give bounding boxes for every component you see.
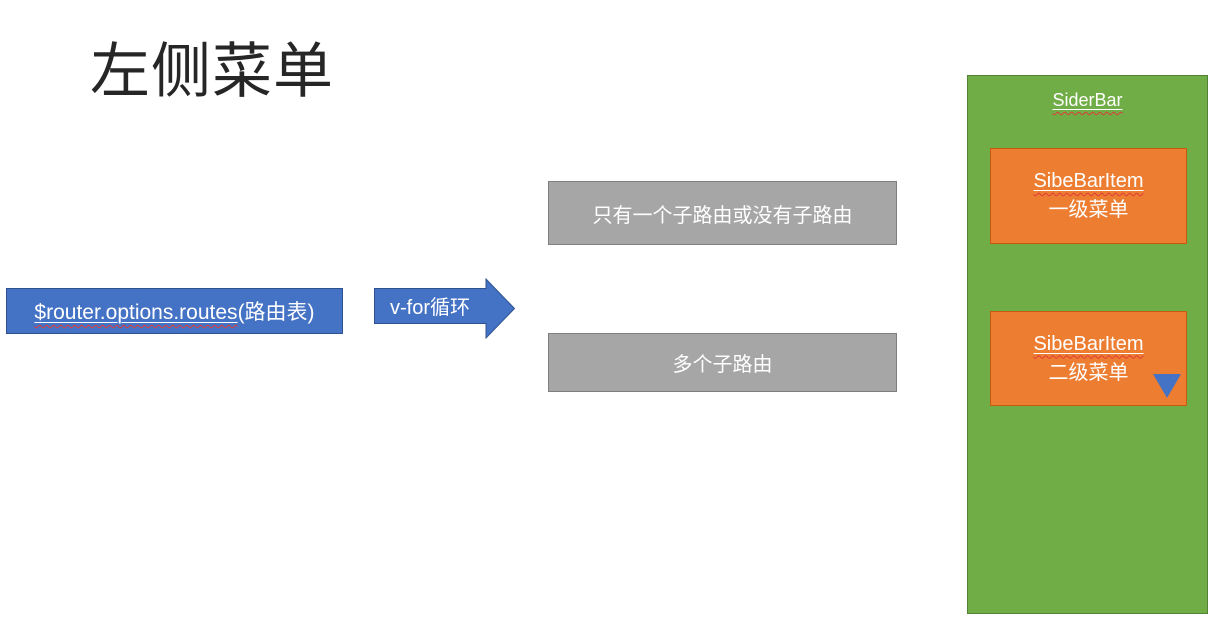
siderbar-title: SiderBar	[968, 90, 1207, 111]
sidebar-item-level2: SibeBarItem 二级菜单	[990, 311, 1187, 406]
v-for-arrow: v-for循环	[374, 278, 516, 339]
routes-annotation: (路由表)	[237, 301, 315, 324]
sidebar-item-level2-name: SibeBarItem	[1033, 332, 1144, 355]
case-single-child-route-box: 只有一个子路由或没有子路由	[548, 181, 897, 245]
case-multiple-child-routes-box: 多个子路由	[548, 333, 897, 392]
case-multiple-label: 多个子路由	[672, 354, 773, 376]
right-arrow-icon	[374, 278, 516, 339]
routes-code-text: $router.options.routes	[34, 301, 238, 324]
sidebar-item-level1-menu-label: 一级菜单	[1048, 199, 1129, 221]
routes-source-box: $router.options.routes(路由表)	[6, 288, 343, 334]
sidebar-item-level1-name: SibeBarItem	[1033, 170, 1144, 192]
v-for-arrow-label: v-for循环	[390, 297, 470, 319]
sidebar-item-level2-menu-label: 二级菜单	[1048, 361, 1129, 384]
routes-source-label: $router.options.routes(路由表)	[34, 296, 314, 326]
siderbar-title-text: SiderBar	[1052, 90, 1123, 110]
case-single-label: 只有一个子路由或没有子路由	[592, 204, 853, 227]
sidebar-item-level1: SibeBarItem 一级菜单	[990, 148, 1187, 244]
slide-title: 左侧菜单	[90, 38, 334, 105]
dropdown-triangle-icon	[1153, 374, 1181, 398]
siderbar-panel: SiderBar SibeBarItem 一级菜单 SibeBarItem 二级…	[967, 75, 1208, 614]
